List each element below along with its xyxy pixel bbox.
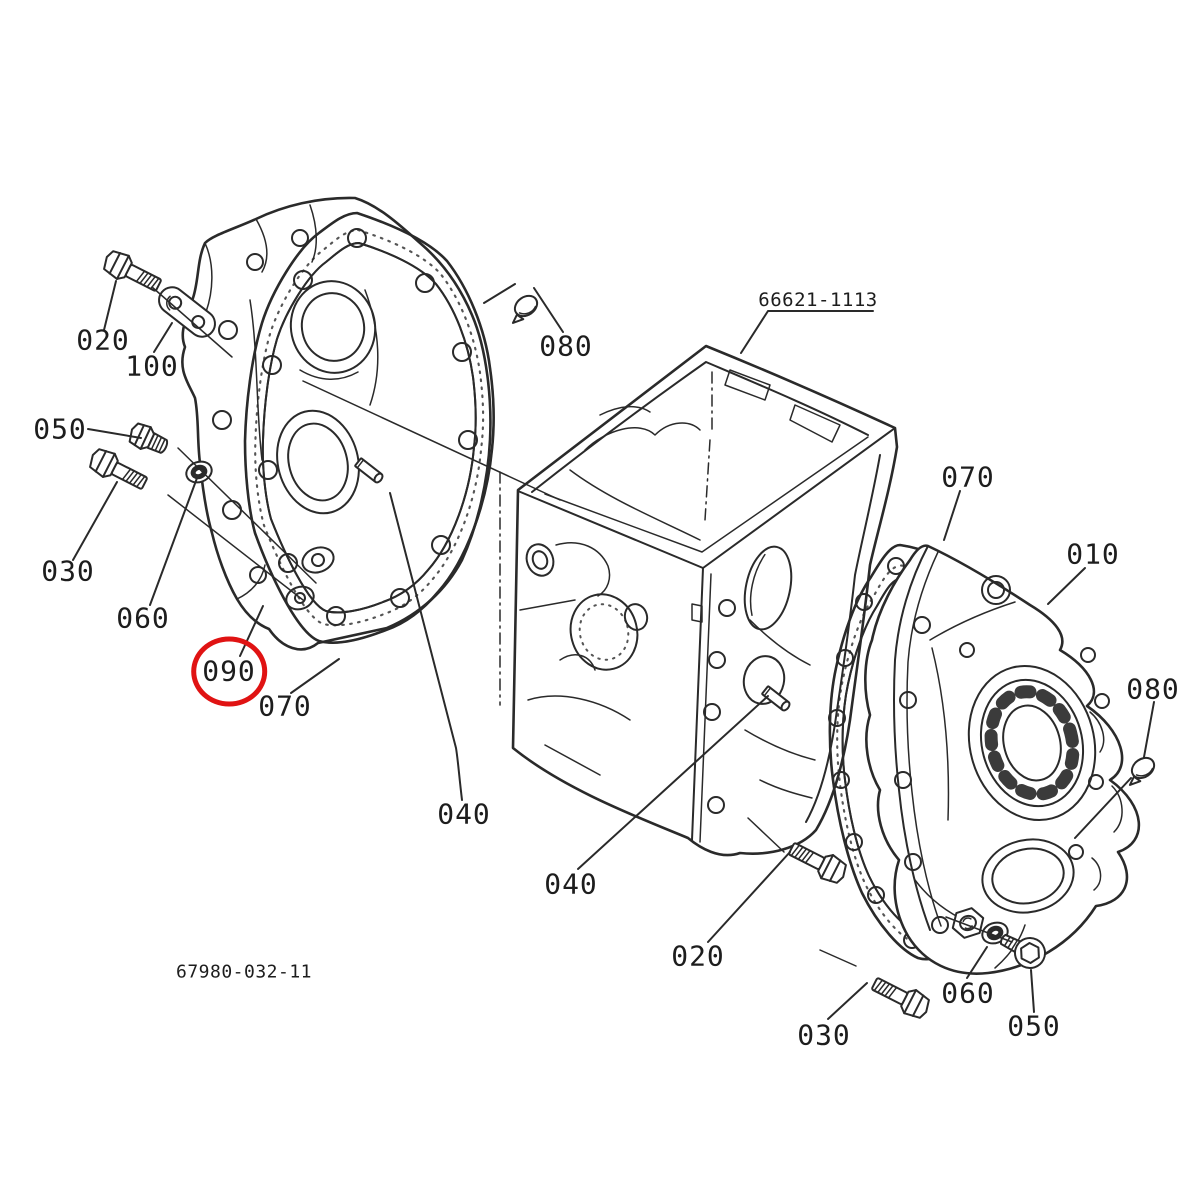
callout-060-left[interactable]: 060 [116, 601, 170, 635]
assembly-part-code: 66621-1113 [758, 289, 878, 311]
callout-020-bottom[interactable]: 020 [671, 939, 725, 973]
callout-070-left[interactable]: 070 [258, 689, 312, 723]
leader-lines [72, 280, 1155, 1020]
callout-060-bottom[interactable]: 060 [941, 976, 995, 1010]
callout-080-top[interactable]: 080 [539, 329, 593, 363]
callout-100[interactable]: 100 [125, 349, 179, 383]
drawing-reference-code: 67980-032-11 [175, 961, 313, 983]
callout-030-bottom[interactable]: 030 [797, 1018, 851, 1052]
callout-030-left[interactable]: 030 [41, 554, 95, 588]
callout-040-left[interactable]: 040 [437, 797, 491, 831]
clutch-housing-cover [181, 196, 492, 651]
transmission-case [499, 344, 899, 857]
callout-050-bottom[interactable]: 050 [1007, 1009, 1061, 1043]
callout-080-right[interactable]: 080 [1126, 672, 1180, 706]
callout-050-left[interactable]: 050 [33, 412, 87, 446]
front-case-gasket [243, 211, 496, 644]
callout-070-right[interactable]: 070 [941, 460, 995, 494]
callout-090[interactable]: 090 [202, 654, 256, 688]
stay-bracket [158, 286, 216, 338]
callout-040-middle[interactable]: 040 [544, 867, 598, 901]
callout-020-top[interactable]: 020 [76, 323, 130, 357]
callout-010[interactable]: 010 [1066, 537, 1120, 571]
